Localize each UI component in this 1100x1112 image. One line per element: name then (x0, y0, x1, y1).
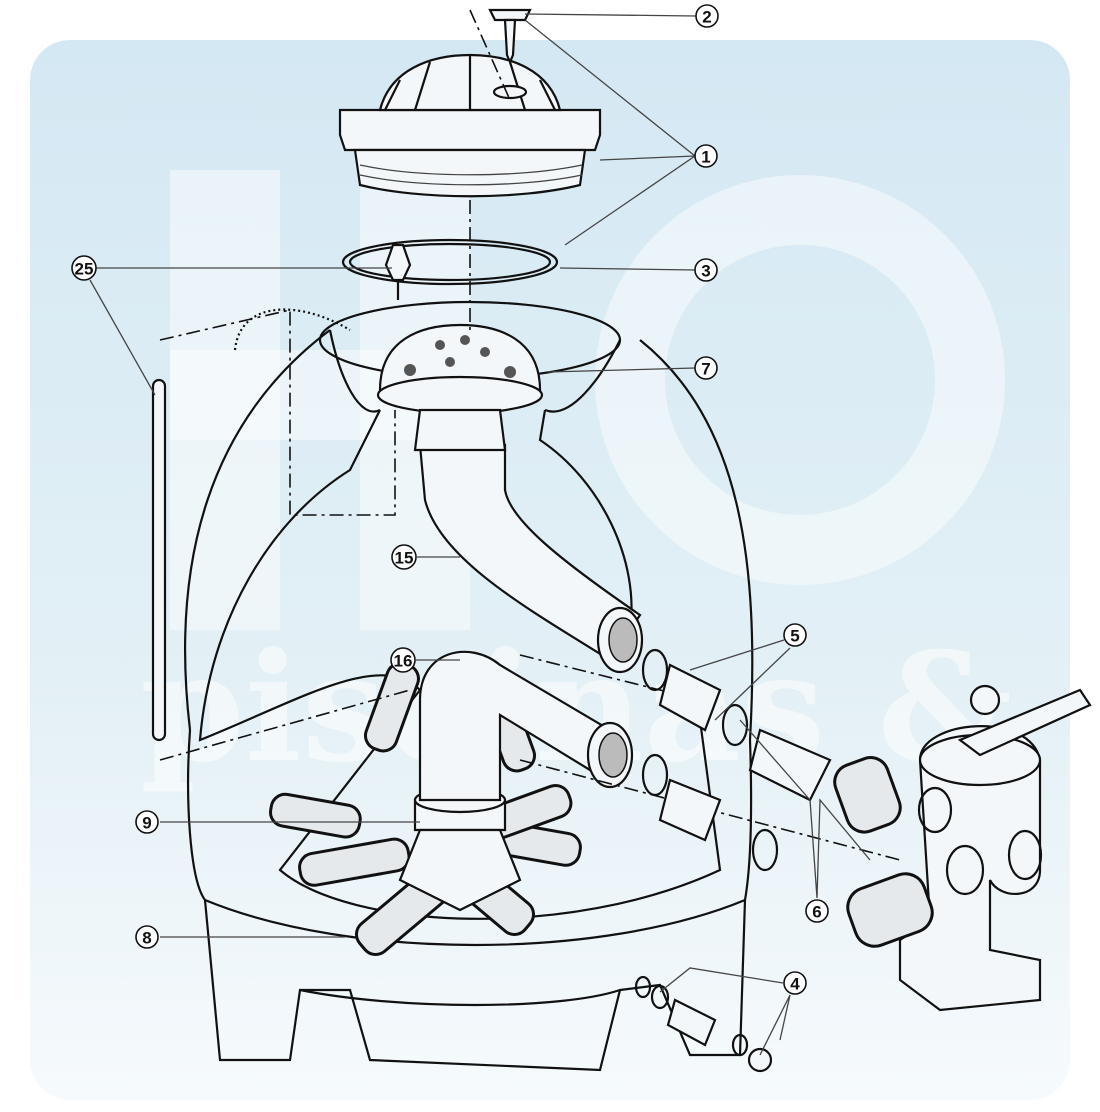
air-purge (233, 243, 412, 351)
svg-text:2: 2 (702, 8, 711, 27)
svg-text:4: 4 (790, 975, 800, 994)
callout-4: 4 (783, 971, 807, 995)
svg-text:9: 9 (142, 814, 151, 833)
callout-7: 7 (694, 356, 718, 380)
callout-16: 16 (390, 647, 416, 673)
callout-9: 9 (135, 810, 159, 834)
diffuser (376, 323, 544, 452)
callout-1: 1 (694, 144, 718, 168)
svg-text:1: 1 (701, 148, 710, 167)
lid (338, 53, 602, 198)
svg-text:3: 3 (701, 262, 710, 281)
drain-plug (634, 975, 773, 1073)
svg-text:8: 8 (142, 929, 151, 948)
callout-2: 2 (695, 4, 719, 28)
svg-text:25: 25 (75, 260, 94, 279)
svg-text:16: 16 (394, 652, 413, 671)
callout-15: 15 (391, 544, 417, 570)
air-purge-rod (151, 378, 167, 742)
multiport-valve (833, 684, 1092, 1012)
callout-8: 8 (135, 925, 159, 949)
callout-25: 25 (71, 255, 97, 281)
o-ring (341, 238, 559, 286)
leader-lines (89, 13, 871, 1056)
svg-text:5: 5 (790, 627, 799, 646)
callout-3: 3 (694, 258, 718, 282)
callout-6: 6 (805, 899, 829, 923)
svg-text:6: 6 (812, 903, 821, 922)
callout-5: 5 (783, 623, 807, 647)
svg-text:15: 15 (395, 549, 414, 568)
svg-text:7: 7 (701, 360, 710, 379)
fittings (641, 648, 832, 872)
